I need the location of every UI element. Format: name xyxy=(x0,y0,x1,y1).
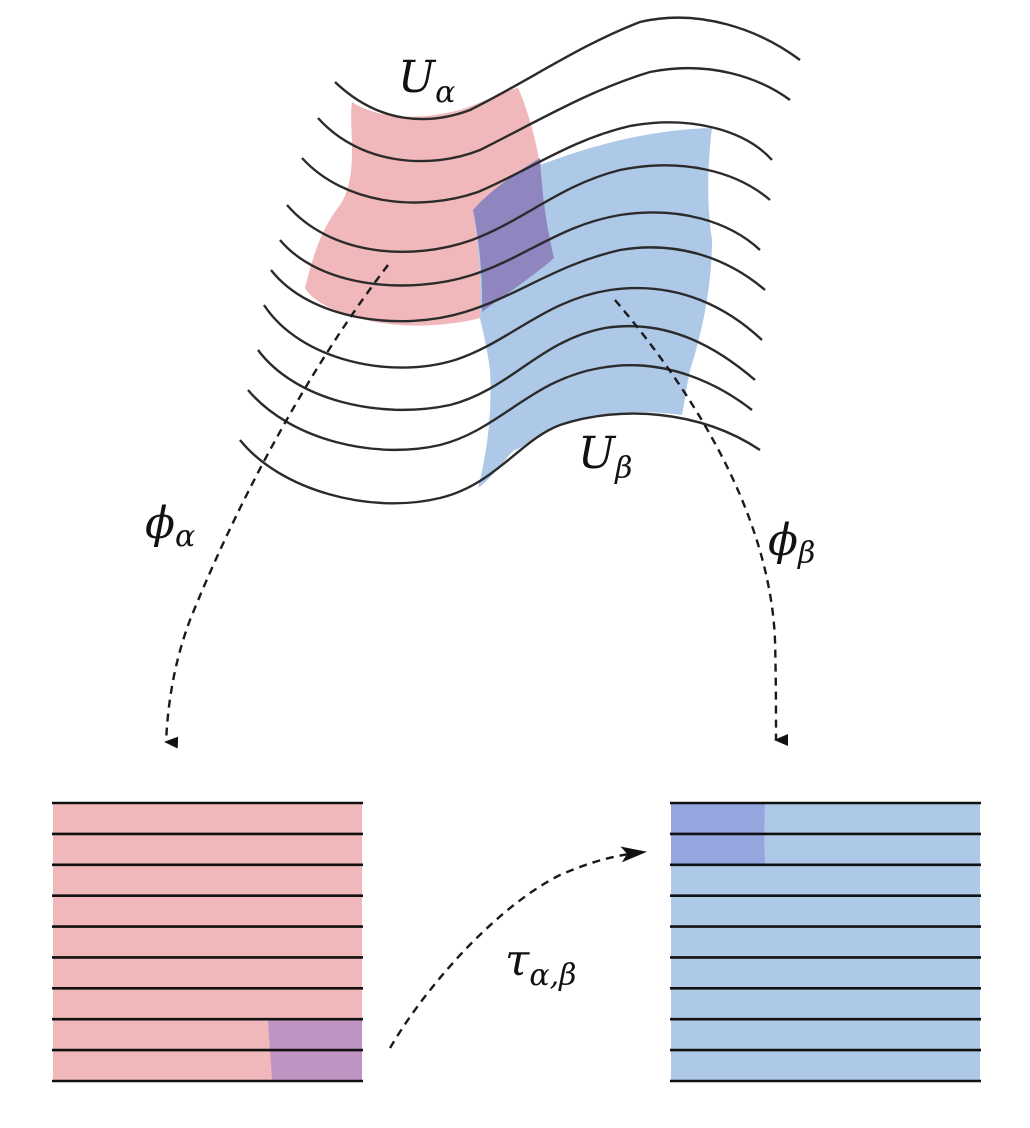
tau-alpha-beta-arrow xyxy=(388,846,647,1049)
label-U-beta: Uβ xyxy=(578,428,632,486)
fiber-lines-beta xyxy=(670,801,981,1083)
leaf-4 xyxy=(286,164,771,254)
leaf-8 xyxy=(257,324,756,412)
label-phi-beta: ϕβ xyxy=(768,515,815,571)
leaf-5 xyxy=(279,211,761,287)
fiber-lines-alpha xyxy=(52,801,363,1083)
trivialization-beta xyxy=(670,801,981,1083)
phi-alpha-arrow xyxy=(164,264,389,749)
leaf-7 xyxy=(262,286,763,369)
trivialization-alpha xyxy=(52,801,363,1083)
label-phi-alpha: ϕα xyxy=(145,498,195,554)
label-U-alpha: Uα xyxy=(398,52,455,110)
leaf-9 xyxy=(247,364,753,452)
leaf-2 xyxy=(317,66,791,163)
leaf-10 xyxy=(239,412,761,505)
leaf-3 xyxy=(301,121,773,204)
leaf-1 xyxy=(334,16,801,121)
label-tau-alpha-beta: τα,β xyxy=(505,935,576,993)
chart-region-alpha xyxy=(305,88,540,326)
overlap-region xyxy=(473,158,554,312)
phi-beta-arrow xyxy=(614,299,789,746)
